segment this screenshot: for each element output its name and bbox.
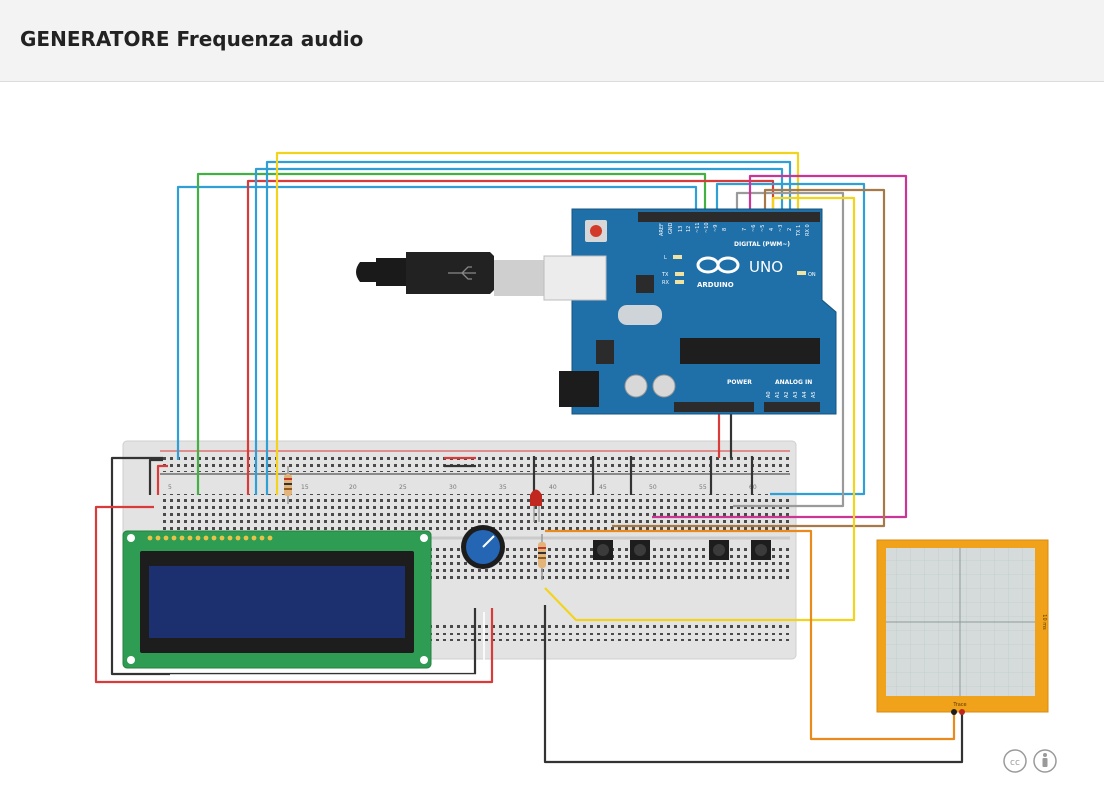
crystal bbox=[618, 305, 662, 325]
uno-label: UNO bbox=[749, 258, 783, 276]
usb-port bbox=[543, 255, 607, 301]
license-badge[interactable]: cc bbox=[1002, 747, 1058, 779]
digital-label: DIGITAL (PWM~) bbox=[734, 241, 790, 248]
wire-black-1[interactable] bbox=[148, 458, 163, 495]
power-rail-top-2 bbox=[160, 464, 790, 472]
push-buttons[interactable] bbox=[593, 540, 771, 560]
column-number: 35 bbox=[499, 484, 507, 491]
column-number: 55 bbox=[699, 484, 707, 491]
cc-by-icon: cc bbox=[1003, 749, 1057, 773]
resistor-top[interactable] bbox=[284, 466, 292, 504]
aref-label: AREF bbox=[659, 223, 665, 236]
circuit-diagram[interactable]: 5 15 20 25 30 35 40 45 50 55 60 bbox=[0, 82, 1104, 808]
column-number: 15 bbox=[301, 484, 309, 491]
page-title: GENERATORE Frequenza audio bbox=[20, 27, 364, 51]
pin-label: 7 bbox=[742, 228, 748, 231]
pin-label: ~5 bbox=[760, 225, 766, 232]
potentiometer[interactable] bbox=[461, 525, 505, 569]
pin-label: ~11 bbox=[695, 222, 701, 233]
gnd-label: GND bbox=[668, 222, 674, 234]
brand-label: ARDUINO bbox=[697, 281, 734, 289]
wire-pink[interactable] bbox=[652, 174, 908, 519]
power-label: POWER bbox=[727, 379, 752, 386]
analog-pin-label: A4 bbox=[802, 391, 808, 398]
analog-pin-label: A5 bbox=[811, 391, 817, 398]
time-scale-label: 10 ms bbox=[1041, 614, 1047, 630]
column-number: 5 bbox=[168, 484, 172, 491]
pin-label: ~9 bbox=[713, 225, 719, 232]
wire-blue-4[interactable] bbox=[715, 182, 866, 496]
analog-header bbox=[764, 402, 820, 412]
analog-pin-label: A1 bbox=[775, 391, 781, 398]
trace-label: Trace bbox=[952, 702, 966, 708]
led-l-label: L bbox=[664, 255, 667, 261]
column-number: 30 bbox=[449, 484, 457, 491]
circuit-canvas[interactable]: 5 15 20 25 30 35 40 45 50 55 60 bbox=[0, 82, 1104, 808]
header-bar: GENERATORE Frequenza audio bbox=[0, 0, 1104, 82]
atmega-chip bbox=[680, 338, 820, 364]
wire-blue-3[interactable] bbox=[265, 160, 792, 495]
wire-brown[interactable] bbox=[612, 188, 886, 528]
wire-yellow-2[interactable] bbox=[544, 196, 856, 622]
usb-connector-metal bbox=[494, 260, 544, 296]
analog-label: ANALOG IN bbox=[775, 379, 812, 386]
pin-label: ~10 bbox=[704, 222, 710, 233]
digital-header bbox=[638, 212, 820, 222]
red-led[interactable] bbox=[530, 489, 542, 523]
arduino-logo-icon bbox=[696, 256, 740, 274]
usb-icon bbox=[448, 266, 476, 280]
analog-pin-label: A3 bbox=[793, 391, 799, 398]
pin-label: ~6 bbox=[751, 225, 757, 232]
wire-black-2[interactable] bbox=[110, 456, 477, 676]
wire-red-2[interactable] bbox=[156, 464, 168, 495]
on-label: ON bbox=[808, 272, 816, 278]
person-icon bbox=[1043, 753, 1047, 757]
led-rx-label: RX bbox=[662, 280, 669, 286]
pin-label: 4 bbox=[769, 228, 775, 231]
led-tx-label: TX bbox=[661, 272, 669, 278]
column-number: 25 bbox=[399, 484, 407, 491]
wire-green[interactable] bbox=[196, 172, 707, 495]
pin-label: 13 bbox=[678, 226, 684, 232]
resistor-bottom[interactable] bbox=[538, 534, 546, 580]
wires[interactable] bbox=[94, 151, 964, 764]
wire-white[interactable] bbox=[170, 612, 485, 676]
wire-red-3[interactable] bbox=[94, 505, 494, 684]
power-header bbox=[674, 402, 754, 412]
pin-label: 2 bbox=[787, 228, 793, 231]
analog-pin-label: A0 bbox=[766, 391, 772, 398]
usb-cable[interactable] bbox=[356, 252, 607, 301]
pin-label: TX 1 bbox=[796, 225, 802, 237]
column-number: 50 bbox=[649, 484, 657, 491]
wire-blue-1[interactable] bbox=[176, 185, 698, 460]
arduino-uno-board[interactable]: AREF GND 13 12 ~11 ~10 ~9 8 7 ~6 ~5 4 ~3… bbox=[559, 208, 837, 415]
lcd-screen bbox=[149, 566, 405, 638]
oscilloscope[interactable]: 10 ms Trace bbox=[876, 539, 1049, 715]
column-number: 40 bbox=[549, 484, 557, 491]
wire-black-probe[interactable] bbox=[543, 605, 964, 764]
analog-pin-label: A2 bbox=[784, 391, 790, 398]
regulator bbox=[596, 340, 614, 364]
lcd-display[interactable] bbox=[122, 530, 432, 669]
power-jack[interactable] bbox=[559, 371, 599, 407]
probe-terminal-1[interactable] bbox=[951, 709, 957, 715]
usb-chip bbox=[636, 275, 654, 293]
pin-label: RX 0 bbox=[805, 224, 811, 236]
terminal-strip-top bbox=[160, 494, 790, 530]
wire-yellow-1[interactable] bbox=[275, 151, 800, 495]
probe-terminal-2[interactable] bbox=[959, 709, 965, 715]
pin-label: 12 bbox=[686, 226, 692, 232]
wire-gray[interactable] bbox=[733, 191, 845, 508]
column-number: 20 bbox=[349, 484, 357, 491]
column-number: 45 bbox=[599, 484, 607, 491]
pin-label: 8 bbox=[722, 228, 728, 231]
pin-label: ~3 bbox=[778, 225, 784, 232]
wire-orange-probe[interactable] bbox=[545, 529, 956, 741]
wire-red-1[interactable] bbox=[246, 179, 775, 495]
reset-button[interactable] bbox=[590, 225, 602, 237]
cc-label: cc bbox=[1010, 758, 1020, 768]
